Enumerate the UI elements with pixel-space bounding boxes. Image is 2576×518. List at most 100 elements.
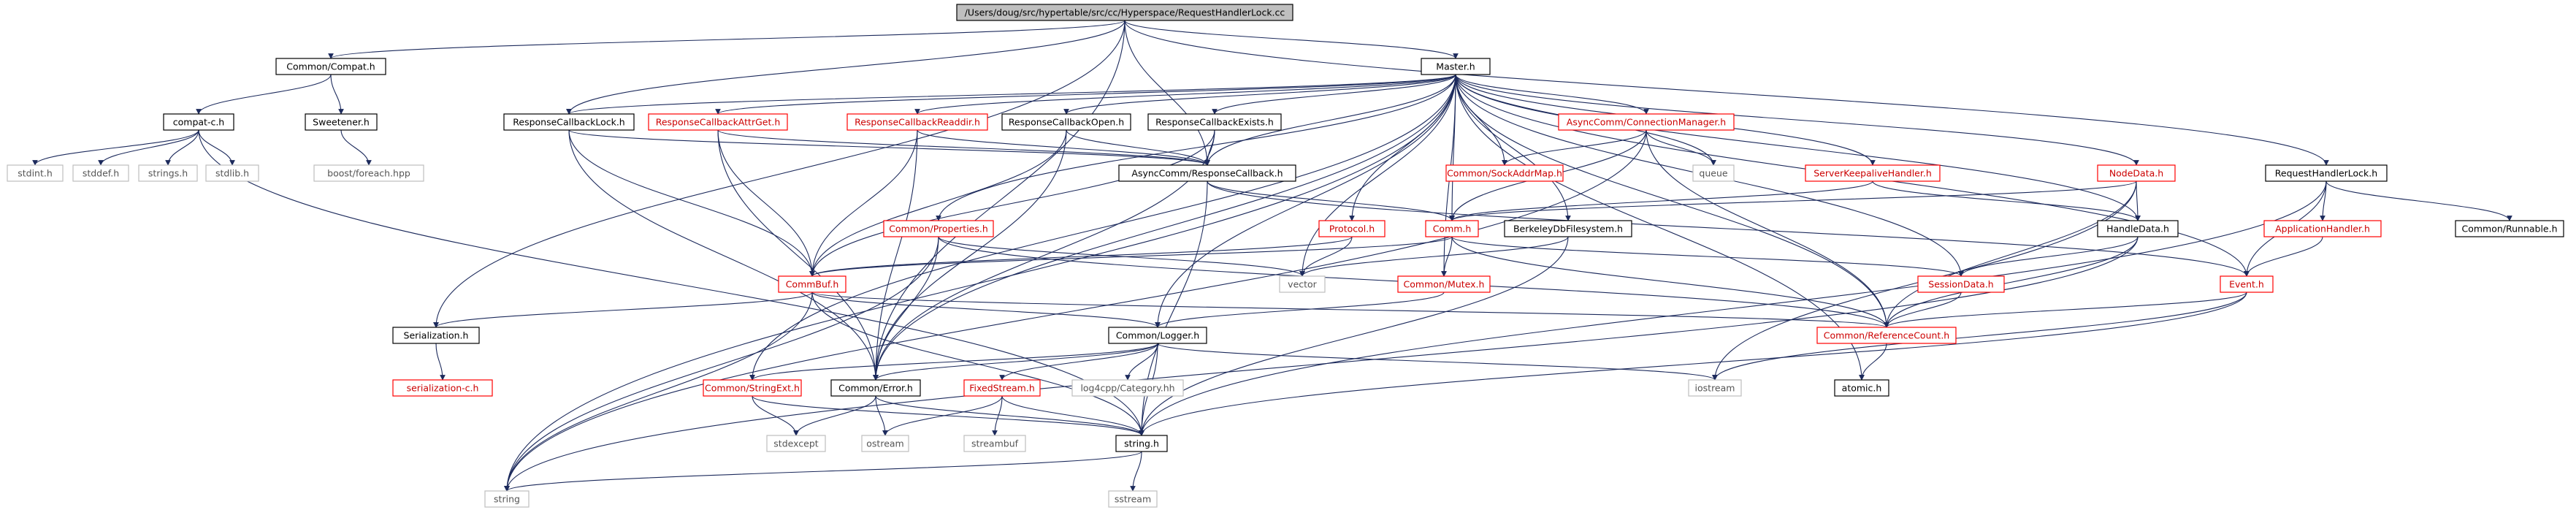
node-error[interactable]: Common/Error.h: [830, 379, 921, 397]
edge-logger-to-error: [873, 343, 1158, 381]
node-rcopen[interactable]: ResponseCallbackOpen.h: [1001, 113, 1131, 131]
node-box-compatc: [163, 113, 234, 131]
node-refcount[interactable]: Common/ReferenceCount.h: [1816, 327, 1957, 344]
edge-props-to-string: [504, 236, 939, 492]
node-stringh[interactable]: string.h: [1115, 435, 1168, 452]
node-box-props: [883, 220, 994, 237]
node-sweetener[interactable]: Sweetener.h: [305, 113, 378, 131]
edge-rcopen-to-commbuf: [809, 129, 1067, 277]
node-label-stringh: string.h: [1124, 438, 1159, 449]
node-label-fixedstream: FixedStream.h: [969, 383, 1035, 394]
node-label-string: string: [494, 494, 520, 505]
node-sockaddrmap[interactable]: Common/SockAddrMap.h: [1445, 164, 1564, 182]
node-box-runnable: [2455, 220, 2564, 237]
node-string: string: [484, 490, 530, 508]
node-stdlib: stdlib.h: [205, 164, 259, 182]
node-apphandler[interactable]: ApplicationHandler.h: [2263, 220, 2382, 237]
node-nodedata[interactable]: NodeData.h: [2097, 164, 2176, 182]
node-handledata[interactable]: HandleData.h: [2097, 220, 2179, 237]
node-rcattrget[interactable]: ResponseCallbackAttrGet.h: [648, 113, 788, 131]
edge-commbuf-to-stringh: [811, 292, 1144, 436]
node-box-stdexcept: [766, 435, 826, 452]
edge-serialization-to-serializationc: [435, 343, 446, 381]
edge-sweetener-to-boostforeach: [340, 129, 372, 166]
node-box-bdbfs: [1504, 220, 1632, 237]
node-rclock[interactable]: ResponseCallbackLock.h: [503, 113, 635, 131]
node-asynccm[interactable]: AsyncComm/ConnectionManager.h: [1558, 113, 1735, 131]
node-box-comm: [1425, 220, 1479, 237]
node-protocol[interactable]: Protocol.h: [1318, 220, 1386, 237]
edge-bdbfs-to-vector: [1299, 236, 1569, 277]
edge-compatc-to-stdlib: [198, 129, 235, 166]
node-compatc[interactable]: compat-c.h: [163, 113, 234, 131]
node-box-apphandler: [2263, 220, 2382, 237]
node-box-atomic: [1834, 379, 1889, 397]
node-bdbfs[interactable]: BerkeleyDbFilesystem.h: [1504, 220, 1632, 237]
edge-asyncrc-to-stringh: [1139, 180, 1208, 436]
node-box-rcopen: [1001, 113, 1131, 131]
node-logger[interactable]: Common/Logger.h: [1108, 327, 1207, 344]
node-compat[interactable]: Common/Compat.h: [275, 58, 386, 75]
edge-sessiondata-to-refcount: [1884, 292, 1962, 328]
edge-comm-to-refcount: [1451, 236, 1889, 328]
edge-handledata-to-refcount: [1884, 236, 2139, 328]
node-label-sweetener: Sweetener.h: [313, 117, 370, 128]
node-vector: vector: [1279, 275, 1326, 293]
node-label-rcattrget: ResponseCallbackAttrGet.h: [656, 117, 781, 128]
node-stringext[interactable]: Common/StringExt.h: [703, 379, 802, 397]
node-commbuf[interactable]: CommBuf.h: [778, 275, 846, 293]
edge-fixedstream-to-ostream: [882, 395, 1003, 436]
edge-asynccm-to-string: [504, 129, 1647, 492]
node-comm[interactable]: Comm.h: [1425, 220, 1479, 237]
node-box-master: [1421, 58, 1491, 75]
edge-protocol-to-commbuf: [809, 236, 1353, 277]
node-label-apphandler: ApplicationHandler.h: [2275, 224, 2370, 235]
node-box-sstream: [1108, 490, 1158, 508]
node-runnable[interactable]: Common/Runnable.h: [2455, 220, 2564, 237]
node-master[interactable]: Master.h: [1421, 58, 1491, 75]
node-fixedstream[interactable]: FixedStream.h: [963, 379, 1041, 397]
node-box-handledata: [2097, 220, 2179, 237]
node-label-stdint: stdint.h: [18, 168, 53, 179]
node-rcreaddir[interactable]: ResponseCallbackReaddir.h: [846, 113, 988, 131]
node-box-stdlib: [205, 164, 259, 182]
node-requesthandlerlock[interactable]: RequestHandlerLock.h: [2265, 164, 2388, 182]
node-mutex[interactable]: Common/Mutex.h: [1397, 275, 1491, 293]
edge-logger-to-log4cpp: [1125, 343, 1158, 381]
node-event[interactable]: Event.h: [2220, 275, 2274, 293]
edge-rcreaddir-to-commbuf: [809, 129, 918, 277]
node-asyncrc[interactable]: AsyncComm/ResponseCallback.h: [1118, 164, 1296, 182]
node-box-iostream: [1688, 379, 1742, 397]
edge-logger-to-iostream: [1157, 343, 1718, 381]
node-rcexists[interactable]: ResponseCallbackExists.h: [1147, 113, 1282, 131]
edge-master-to-protocol: [1349, 74, 1456, 221]
node-box-compat: [275, 58, 386, 75]
edge-asyncrc-to-comm: [1207, 180, 1455, 221]
node-box-rcattrget: [648, 113, 788, 131]
edge-master-to-rcreaddir: [914, 74, 1456, 115]
edge-rcopen-to-error: [873, 129, 1067, 381]
node-label-sockaddrmap: Common/SockAddrMap.h: [1447, 168, 1562, 179]
node-serverkeepalive[interactable]: ServerKeepaliveHandler.h: [1805, 164, 1941, 182]
node-serializationc[interactable]: serialization-c.h: [392, 379, 493, 397]
node-box-stringh: [1115, 435, 1168, 452]
node-sessiondata[interactable]: SessionData.h: [1917, 275, 2005, 293]
node-iostream: iostream: [1688, 379, 1742, 397]
edge-compatc-to-stdint: [32, 129, 199, 166]
node-serialization[interactable]: Serialization.h: [392, 327, 480, 344]
node-label-rcreaddir: ResponseCallbackReaddir.h: [855, 117, 980, 128]
edge-handledata-to-sessiondata: [1958, 236, 2139, 277]
node-root[interactable]: /Users/doug/src/hypertable/src/cc/Hypers…: [956, 4, 1293, 21]
node-box-stringext: [703, 379, 802, 397]
node-label-rcexists: ResponseCallbackExists.h: [1155, 117, 1274, 128]
node-box-serverkeepalive: [1805, 164, 1941, 182]
edge-master-to-rcopen: [1063, 74, 1456, 115]
node-box-logger: [1108, 327, 1207, 344]
node-label-strings: strings.h: [148, 168, 188, 179]
node-atomic[interactable]: atomic.h: [1834, 379, 1889, 397]
edge-master-to-props: [936, 74, 1456, 221]
edge-rclock-to-commbuf: [568, 129, 815, 277]
node-box-strings: [138, 164, 198, 182]
edge-root-to-asyncrc: [1124, 20, 1210, 166]
node-props[interactable]: Common/Properties.h: [883, 220, 994, 237]
